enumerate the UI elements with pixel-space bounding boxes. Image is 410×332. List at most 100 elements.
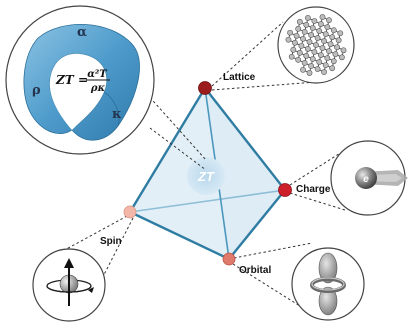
label-lattice: Lattice xyxy=(223,72,256,83)
lattice-atom xyxy=(285,36,292,43)
lattice-atom xyxy=(290,46,297,53)
lattice-atom xyxy=(308,63,315,69)
lattice-atom xyxy=(335,37,342,44)
connector-orbital-a xyxy=(233,242,313,259)
lattice-atom xyxy=(316,59,323,65)
formula-eq: = xyxy=(78,73,88,87)
lattice-atom xyxy=(314,66,321,72)
vertex-charge xyxy=(278,183,292,197)
spin-orbit-arrow-icon xyxy=(88,287,94,293)
label-orbital: Orbital xyxy=(239,265,271,276)
label-spin: Spin xyxy=(100,236,122,247)
lattice-atom xyxy=(329,34,336,41)
lattice-atom xyxy=(306,39,313,45)
orbital-lobe-bottom xyxy=(318,286,338,316)
lattice-atom xyxy=(301,28,308,35)
lattice-atom xyxy=(295,56,302,63)
electron-label: e xyxy=(363,174,369,185)
center-glow xyxy=(187,157,225,195)
lattice-atom xyxy=(292,39,298,46)
lattice-atom xyxy=(340,47,347,54)
lattice-atom xyxy=(303,52,310,59)
lattice-atom xyxy=(300,35,306,42)
electron-icon xyxy=(355,167,377,189)
spin-bubble xyxy=(32,248,106,322)
lattice-atom xyxy=(332,51,339,58)
band-kappa: κ xyxy=(112,107,122,122)
lattice-atom xyxy=(313,42,319,48)
lattice-atom xyxy=(337,30,344,37)
charge-bubble: e xyxy=(330,140,408,216)
lattice-atom xyxy=(296,49,303,56)
formula-bubble: α ρ κ ZT = α²T ρκ xyxy=(5,5,155,155)
connector-lattice-b xyxy=(211,81,317,91)
connector-charge-a xyxy=(289,149,346,186)
spin-arrow-icon xyxy=(64,258,74,268)
lattice-atom xyxy=(324,24,331,31)
edge-spin-charge xyxy=(129,189,286,213)
edge-spin-orbital xyxy=(128,210,231,261)
lattice-atom xyxy=(317,21,324,27)
lattice-atom xyxy=(330,27,337,34)
formula-lhs: ZT xyxy=(55,73,75,87)
connector-orbital-b xyxy=(232,263,301,307)
formula-numerator: α²T xyxy=(87,69,108,80)
label-charge: Charge xyxy=(296,184,331,195)
connector-formula-b xyxy=(149,127,207,171)
tetra-face-left xyxy=(130,88,229,259)
formula-denominator: ρκ xyxy=(90,83,106,94)
lattice-graphic xyxy=(285,14,347,76)
lattice-atom xyxy=(288,53,295,60)
lattice-atom xyxy=(287,29,293,36)
edge-lattice-charge xyxy=(203,86,287,192)
lattice-atom xyxy=(293,32,300,39)
lattice-atom xyxy=(305,15,311,21)
lattice-atom xyxy=(334,44,340,51)
lattice-atom xyxy=(330,58,337,65)
lattice-atom xyxy=(308,32,315,38)
lattice-atom xyxy=(309,25,316,31)
lattice-atom xyxy=(296,18,303,25)
band-alpha: α xyxy=(77,25,87,40)
connector-lattice-a xyxy=(211,21,284,87)
lattice-atom xyxy=(303,22,310,28)
lattice-atom xyxy=(339,54,345,61)
lattice-atom xyxy=(306,70,313,76)
lattice-atom xyxy=(327,41,334,48)
lattice-atom xyxy=(326,17,332,24)
orbital-bubble xyxy=(291,247,365,321)
center-label: ZT xyxy=(197,169,215,184)
lattice-atom xyxy=(304,46,311,52)
lattice-bubble xyxy=(277,6,355,84)
lattice-atom xyxy=(322,31,329,38)
lattice-atom xyxy=(322,62,329,68)
lattice-atom xyxy=(298,42,305,49)
lattice-atom xyxy=(317,52,324,58)
lattice-atom xyxy=(319,45,326,51)
mobius-inner xyxy=(49,53,107,130)
lattice-atom xyxy=(295,25,302,32)
lattice-atom xyxy=(311,49,318,55)
lattice-atom xyxy=(329,65,336,72)
lattice-atom xyxy=(311,18,318,24)
lattice-atom xyxy=(309,56,316,62)
lattice-atom xyxy=(324,55,331,62)
lattice-atom xyxy=(319,14,326,20)
vertex-spin xyxy=(123,205,137,219)
lattice-atom xyxy=(314,35,321,41)
lattice-atom xyxy=(326,48,332,55)
lattice-atom xyxy=(321,69,327,75)
vertex-orbital xyxy=(222,252,236,266)
lattice-atom xyxy=(301,59,308,66)
edge-charge-orbital xyxy=(227,188,287,261)
mobius-fold xyxy=(103,91,120,127)
orbital-torus-highlight xyxy=(311,277,345,291)
edge-spin-lattice xyxy=(128,86,207,214)
band-rho: ρ xyxy=(32,83,41,98)
connector-spin-b xyxy=(89,217,134,303)
vertex-lattice xyxy=(198,81,212,95)
lattice-atom xyxy=(316,28,323,34)
lattice-atom xyxy=(321,38,328,44)
